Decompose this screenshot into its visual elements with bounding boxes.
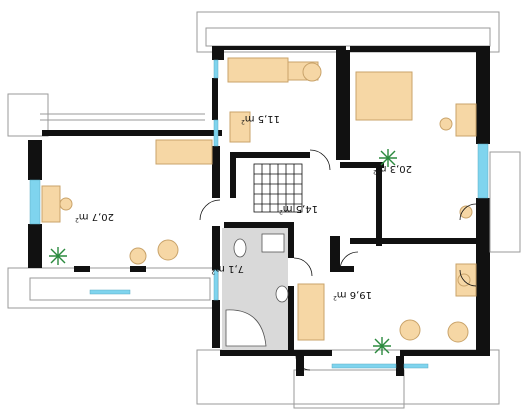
desk-icon (41, 185, 61, 223)
toilet-icon (233, 238, 247, 258)
armchair-icon (459, 205, 473, 219)
desk-icon (229, 111, 251, 143)
armchair-icon (447, 321, 469, 343)
bathtub-icon (225, 309, 267, 347)
armchair-icon (157, 239, 179, 261)
area-label-hall: 14,5 m2 (279, 203, 318, 215)
bed-icon (355, 71, 413, 121)
area-label-room-top-right: 20,3 m2 (373, 163, 412, 175)
armchair-icon (59, 197, 73, 211)
armchair-icon (302, 62, 322, 82)
area-label-room-bottom-right: 19,6 m2 (333, 289, 372, 301)
area-label-room-top-small: 11,5 m2 (241, 113, 280, 125)
sink-icon (261, 233, 285, 253)
armchair-icon (129, 247, 147, 265)
door-swing-icon (199, 149, 477, 371)
armchair-icon (439, 117, 453, 131)
bed-icon (297, 283, 325, 341)
area-label-bathroom: 7,1 m2 (211, 263, 244, 275)
desk-icon (455, 103, 477, 137)
stairs-icon (253, 163, 303, 213)
bed-icon (155, 139, 213, 165)
furniture (41, 57, 477, 343)
windows (29, 59, 489, 369)
area-label-room-left: 20,7 m2 (75, 211, 114, 223)
plant-icon (49, 149, 397, 355)
bathroom-fixtures (225, 233, 289, 347)
walls (28, 46, 490, 376)
bed-icon (227, 57, 289, 83)
toilet-icon (275, 285, 289, 303)
balcony-right (489, 151, 521, 253)
room-labels: 11,5 m2 20,3 m2 20,7 m2 14,5 m2 7,1 m2 1… (75, 113, 412, 301)
armchair-icon (399, 319, 421, 341)
